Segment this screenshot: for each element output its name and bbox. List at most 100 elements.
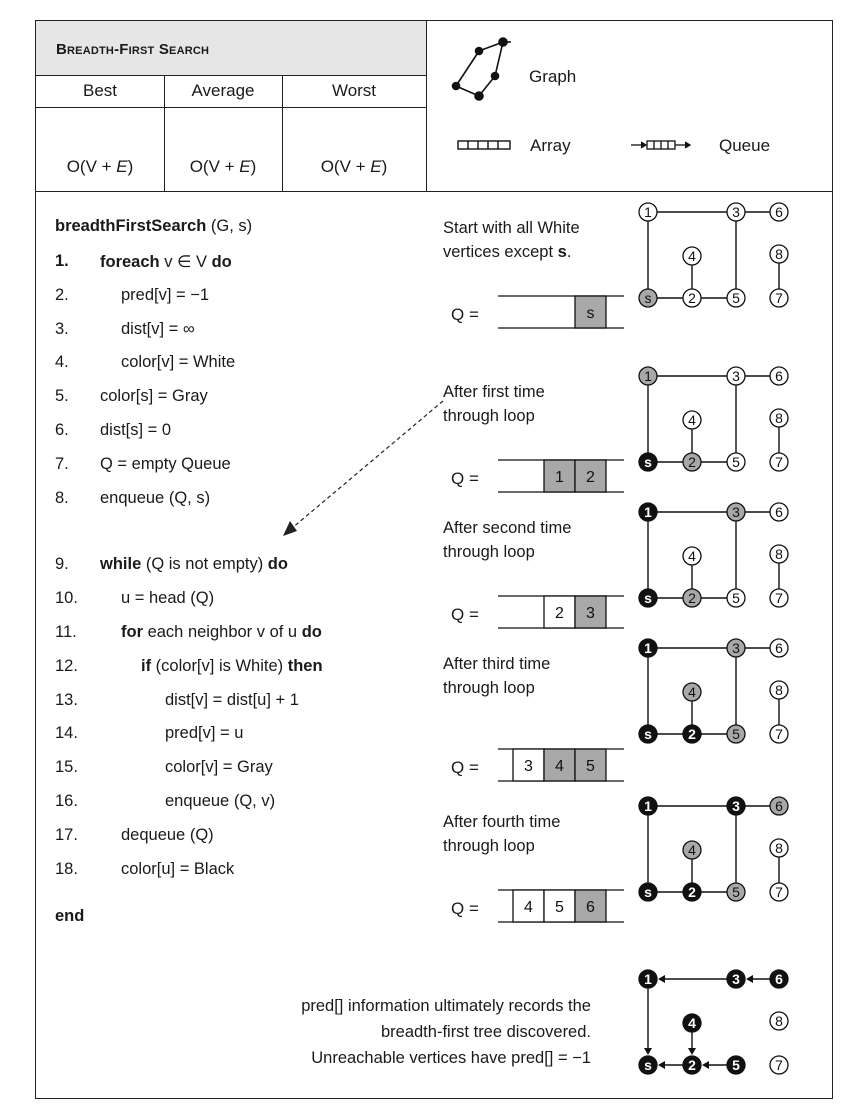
worst-complexity: O(V + E) [320,157,388,176]
svg-text:3: 3 [732,971,740,987]
svg-text:s: s [644,726,652,742]
best-complexity: O(V + E) [66,157,134,176]
svg-text:2: 2 [688,1057,696,1073]
svg-text:5: 5 [732,590,740,606]
code-line: if (color[v] is White) then [141,656,323,675]
vertex-6: 6 [769,638,789,658]
svg-text:5: 5 [732,290,740,306]
code-line: enqueue (Q, s) [100,488,211,507]
svg-text:2: 2 [688,454,696,470]
vertex-5: 5 [726,1055,746,1075]
vertex-5: 5 [726,882,746,902]
svg-text:4: 4 [688,842,696,858]
line-number: 3. [55,319,69,338]
col-average: Average [164,75,282,108]
vertex-6: 6 [769,366,789,386]
queue-cell: s [574,295,607,329]
svg-text:8: 8 [775,1013,783,1029]
vertex-2: 2 [682,882,702,902]
svg-text:2: 2 [586,469,595,486]
code-line: color[v] = White [121,353,236,372]
vertex-4: 4 [682,546,702,566]
legend-queue-label: Queue [719,136,771,155]
queue-icon [631,140,692,150]
divider [164,75,165,191]
queue-array: s [498,295,624,329]
code-line: foreach v ∈ V do [100,253,232,271]
vertex-4: 4 [682,1013,702,1033]
code-line: dist[v] = dist[u] + 1 [165,690,299,709]
vertex-5: 5 [726,452,746,472]
svg-text:s: s [587,305,595,322]
header-divider [36,191,832,192]
function-args: (G, s) [206,217,253,235]
svg-text:s: s [644,1057,652,1073]
svg-text:3: 3 [732,504,740,520]
svg-text:4: 4 [688,684,696,700]
line-number: 13. [55,690,78,709]
arrowhead [658,1061,665,1069]
vertex-7: 7 [769,588,789,608]
queue-cell: 3 [574,595,607,629]
final-note-line: pred[] information ultimately records th… [301,997,591,1015]
vertex-6: 6 [769,502,789,522]
code-line: while (Q is not empty) do [100,555,288,574]
svg-text:5: 5 [586,758,595,775]
vertex-s: s [638,452,658,472]
svg-text:6: 6 [775,971,783,987]
code-line: dist[v] = ∞ [121,319,195,338]
col-best: Best [36,75,164,108]
svg-text:1: 1 [644,640,652,656]
col-worst: Worst [282,75,426,108]
svg-text:3: 3 [732,640,740,656]
final-note: pred[] information ultimately records th… [186,993,591,1071]
line-number: 10. [55,589,78,608]
vertex-2: 2 [682,452,702,472]
line-number: 17. [55,825,78,844]
queue-label: Q = [451,305,479,324]
vertex-s: s [638,882,658,902]
code-line: dequeue (Q) [121,825,214,844]
line-number: 5. [55,387,69,406]
svg-text:4: 4 [688,412,696,428]
vertex-5: 5 [726,724,746,744]
line-number: 9. [55,555,69,574]
svg-text:5: 5 [555,899,564,916]
vertex-3: 3 [726,202,746,222]
vertex-1: 1 [638,969,658,989]
queue-cell: 4 [512,889,545,923]
legend-icons [451,37,692,150]
svg-text:3: 3 [586,605,595,622]
code-line: pred[v] = u [165,724,244,743]
legend-graph-label: Graph [529,67,577,86]
svg-text:6: 6 [586,899,595,916]
svg-text:2: 2 [688,290,696,306]
vertex-6: 6 [769,796,789,816]
bfs-card: Breadth-First Search Best Average Worst … [35,20,833,1099]
svg-text:1: 1 [644,971,652,987]
divider [282,75,283,191]
code-line: pred[v] = −1 [121,285,210,304]
svg-text:8: 8 [775,840,783,856]
svg-text:6: 6 [775,368,783,384]
code-signature: breadthFirstSearch (G, s) [55,217,252,236]
vertex-6: 6 [769,969,789,989]
legend: Graph Array Queue [426,21,833,191]
vertex-5: 5 [726,588,746,608]
vertex-4: 4 [682,682,702,702]
code-line: color[v] = Gray [165,758,273,777]
final-note-line: breadth-first tree discovered. [380,1023,591,1041]
vertex-1: 1 [638,366,658,386]
svg-text:6: 6 [775,204,783,220]
vertex-3: 3 [726,796,746,816]
vertex-1: 1 [638,796,658,816]
line-number: 2. [55,285,69,304]
line-number: 8. [55,488,69,507]
